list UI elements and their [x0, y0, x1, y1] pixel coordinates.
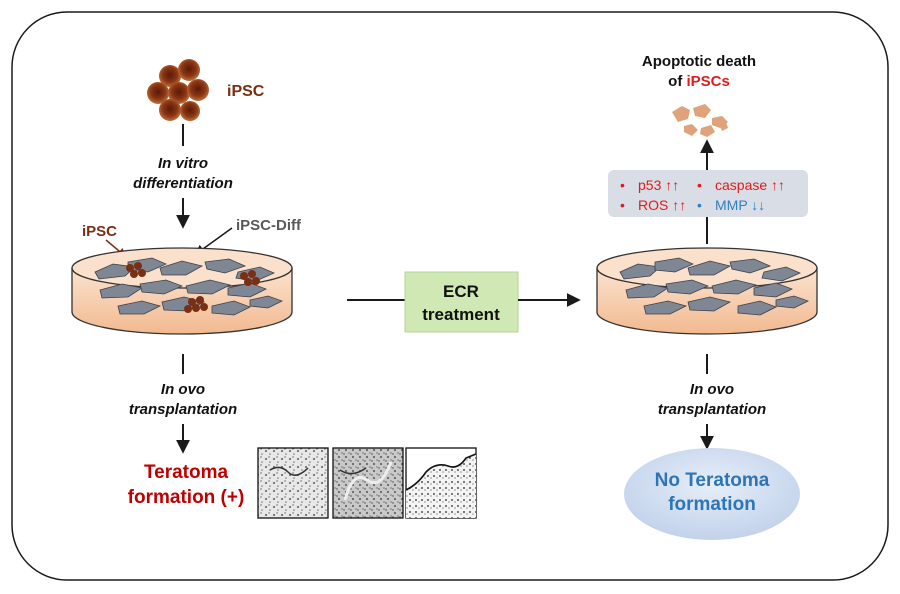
transplantation-label-right: transplantation [658, 401, 766, 418]
no-teratoma-oval [624, 448, 800, 540]
differentiation-label: differentiation [133, 175, 233, 192]
histology-image-icon [257, 447, 329, 519]
treatment-label: treatment [422, 305, 500, 324]
teratoma-formation-label: formation (+) [128, 487, 245, 508]
culture-dish-icon [71, 247, 293, 335]
apoptotic-fragments-icon [672, 104, 728, 137]
in-ovo-label-left: In ovo [161, 381, 205, 398]
in-vitro-label: In vitro [158, 155, 208, 172]
marker-mmp-bullet: • [697, 197, 702, 213]
dish-diff-label: iPSC-Diff [236, 217, 302, 234]
ecr-treatment-box [404, 271, 519, 333]
apoptosis-title-line1: Apoptotic death [642, 53, 756, 70]
ecr-label: ECR [443, 282, 479, 301]
marker-box [608, 170, 808, 217]
apoptosis-title-line2: of iPSCs [668, 73, 730, 90]
marker-mmp: MMP ↓↓ [715, 197, 765, 213]
transplantation-label-left: transplantation [129, 401, 237, 418]
histology-image-icon [332, 447, 404, 519]
culture-dish-icon [596, 247, 818, 335]
ipsc-label: iPSC [227, 83, 265, 100]
ipsc-cluster-icon [147, 59, 209, 121]
no-teratoma-formation-label: formation [668, 494, 756, 515]
in-ovo-label-right: In ovo [690, 381, 734, 398]
marker-p53-bullet: • [620, 177, 625, 193]
teratoma-label: Teratoma [144, 462, 229, 483]
marker-caspase-bullet: • [697, 177, 702, 193]
marker-ros: ROS ↑↑ [638, 197, 686, 213]
marker-p53: p53 ↑↑ [638, 177, 679, 193]
marker-caspase: caspase ↑↑ [715, 177, 785, 193]
dish-ipsc-label: iPSC [82, 223, 117, 240]
marker-ros-bullet: • [620, 197, 625, 213]
apoptosis-ipscs-highlight: iPSCs [686, 73, 729, 90]
apoptosis-prefix: of [668, 73, 686, 90]
no-teratoma-label: No Teratoma [655, 470, 770, 491]
histology-image-icon [405, 447, 477, 519]
